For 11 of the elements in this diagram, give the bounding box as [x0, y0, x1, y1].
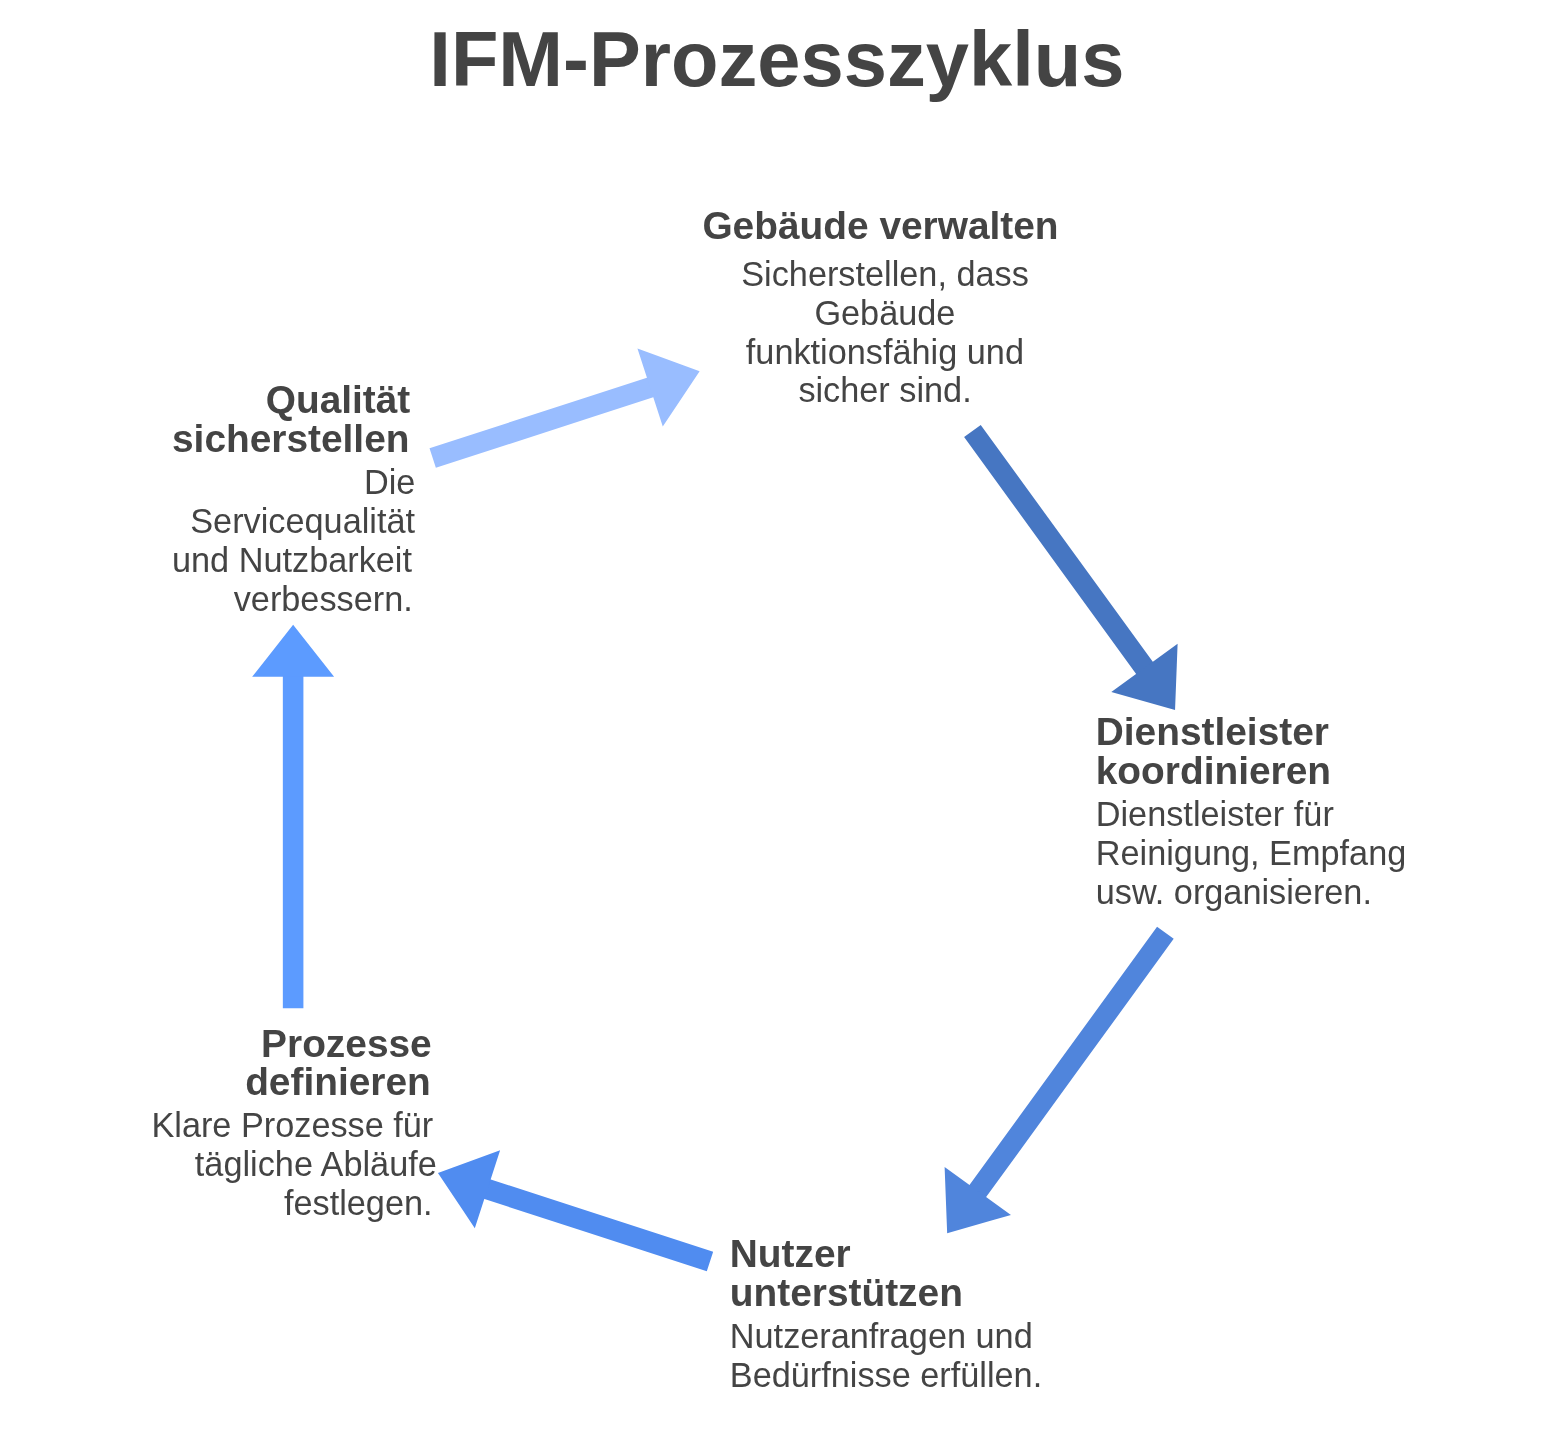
arrow: [944, 926, 1174, 1234]
arrow: [252, 624, 335, 1009]
node-text: Nutzer unterstützen Nutzeranfragen und Bedürfnisse erfüllen.: [729, 1232, 1043, 1394]
node-text: Gebäude verwalten Sicherstellen, dass Gebäude funktionsfähig und sicher sind.: [702, 204, 1059, 410]
arrow: [964, 424, 1178, 710]
node-text: Dienstleister koordinieren Dienstleister für Reinigung, Empfang usw. organisieren.: [1095, 710, 1407, 911]
arrow: [429, 348, 700, 468]
node-text: Prozesse definieren Klare Prozesse für tägliche Abläufe festlegen.: [151, 1021, 437, 1223]
node-text: Qualität sicherstellen Die Servicequalität und Nutzbarkeit verbessern.: [171, 378, 416, 618]
diagram-title: IFM-Prozesszyklus: [429, 16, 1125, 103]
arrow: [437, 1150, 714, 1272]
